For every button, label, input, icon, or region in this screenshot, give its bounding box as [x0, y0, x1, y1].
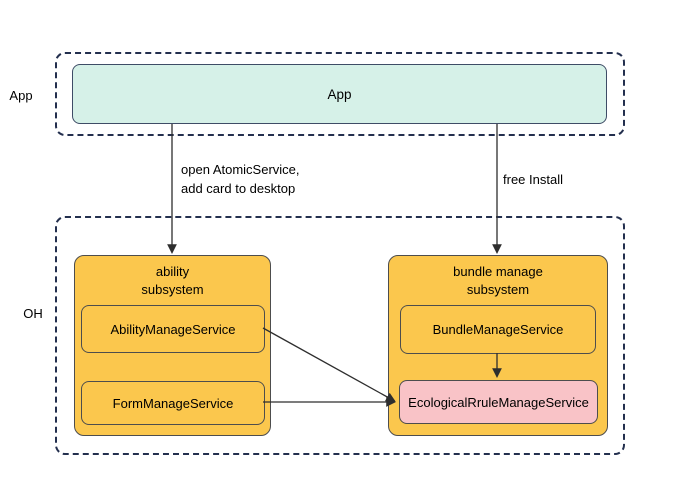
bundle-subsystem-title-line2: subsystem — [466, 282, 530, 297]
edge-label-open-atomicservice: open AtomicService, add card to desktop — [181, 160, 300, 198]
bundle-manage-service-node: BundleManageService — [400, 305, 596, 354]
edge-label-free-install: free Install — [503, 172, 563, 187]
edge-label-open-atomicservice-line2: add card to desktop — [181, 181, 296, 196]
app-layer-boundary — [55, 52, 625, 136]
bundle-manage-subsystem-node: bundle manage subsystem BundleManageServ… — [388, 255, 608, 436]
ability-subsystem-title-line2: subsystem — [141, 282, 204, 297]
ecological-rule-manage-service-node: EcologicalRruleManageService — [399, 380, 598, 424]
ability-subsystem-title-line1: ability — [155, 264, 190, 279]
app-layer-label: App — [9, 88, 33, 103]
app-node: App — [72, 64, 607, 124]
bundle-subsystem-title: bundle manage subsystem — [389, 263, 607, 299]
bundle-subsystem-title-line1: bundle manage — [453, 264, 543, 279]
oh-layer-boundary — [55, 216, 625, 455]
form-manage-service-node: FormManageService — [81, 381, 265, 425]
oh-layer-label: OH — [23, 306, 43, 321]
ability-manage-service-node: AbilityManageService — [81, 305, 265, 353]
edge-label-open-atomicservice-line1: open AtomicService, — [181, 162, 300, 177]
ability-subsystem-title: ability subsystem — [75, 263, 270, 299]
ability-subsystem-node: ability subsystem AbilityManageService F… — [74, 255, 271, 436]
